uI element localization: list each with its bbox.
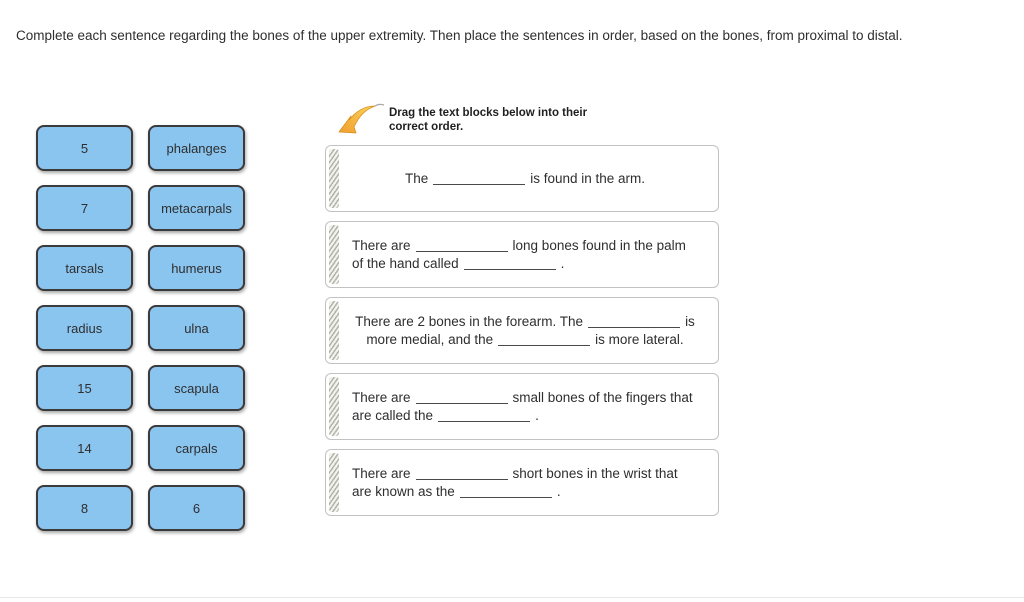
word-tile-carpals[interactable]: carpals	[148, 425, 245, 471]
sentence-card[interactable]: The is found in the arm.	[325, 145, 719, 212]
blank-slot[interactable]	[433, 172, 526, 185]
bottom-divider	[0, 597, 1024, 598]
sentence-text: The is found in the arm.	[352, 170, 698, 188]
drag-hint-text: Drag the text blocks below into their co…	[389, 107, 588, 133]
sentence-fragment: .	[535, 407, 539, 423]
word-tile-list: 5 phalanges 7 metacarpals tarsals humerus radi…	[36, 125, 245, 531]
blank-slot[interactable]	[463, 257, 556, 270]
blank-slot[interactable]	[438, 409, 531, 422]
word-tile-5[interactable]: 5	[36, 125, 133, 171]
sentence-fragment: is more medial, and the	[366, 314, 695, 347]
drag-handle-icon[interactable]	[329, 225, 339, 284]
blank-slot[interactable]	[588, 315, 681, 328]
sentence-fragment: The	[404, 170, 429, 186]
drag-handle-icon[interactable]	[329, 301, 339, 360]
blank-slot[interactable]	[415, 391, 508, 404]
blank-slot[interactable]	[415, 239, 508, 252]
word-tile-tarsals[interactable]: tarsals	[36, 245, 133, 291]
instruction-text: Complete each sentence regarding the bon…	[16, 28, 903, 43]
blank-slot[interactable]	[459, 485, 552, 498]
word-tile-phalanges[interactable]: phalanges	[148, 125, 245, 171]
drag-handle-icon[interactable]	[329, 377, 339, 436]
word-tile-ulna[interactable]: ulna	[148, 305, 245, 351]
sentence-fragment: short bones in the wrist that are known …	[352, 466, 678, 499]
sentence-fragment: .	[556, 483, 561, 499]
blank-slot[interactable]	[415, 467, 508, 480]
sentence-fragment: is found in the arm.	[530, 170, 646, 186]
blank-slot[interactable]	[498, 333, 591, 346]
drag-handle-icon[interactable]	[329, 149, 339, 208]
drag-hint: Drag the text blocks below into their co…	[337, 102, 719, 138]
word-tile-humerus[interactable]: humerus	[148, 245, 245, 291]
word-tile-14[interactable]: 14	[36, 425, 133, 471]
word-tile-7[interactable]: 7	[36, 185, 133, 231]
sentence-fragment: small bones of the fingers that are call…	[352, 390, 693, 423]
sentence-fragment: is more lateral.	[595, 331, 684, 347]
word-tile-8[interactable]: 8	[36, 485, 133, 531]
sentence-fragment: There are 2 bones in the forearm. The	[355, 314, 584, 329]
drag-handle-icon[interactable]	[329, 453, 339, 512]
drag-hint-arrow-icon	[338, 103, 385, 134]
sentence-fragment: There are	[352, 238, 411, 253]
word-tile-metacarpals[interactable]: metacarpals	[148, 185, 245, 231]
ordering-panel: Drag the text blocks below into their co…	[325, 102, 719, 525]
sentence-fragment: long bones found in the palm of the hand…	[352, 238, 686, 271]
sentence-fragment: There are	[352, 466, 411, 481]
word-tile-6[interactable]: 6	[148, 485, 245, 531]
word-tile-scapula[interactable]: scapula	[148, 365, 245, 411]
word-tile-15[interactable]: 15	[36, 365, 133, 411]
sentence-fragment: There are	[352, 390, 411, 405]
word-tile-radius[interactable]: radius	[36, 305, 133, 351]
sentence-fragment: .	[560, 255, 565, 271]
